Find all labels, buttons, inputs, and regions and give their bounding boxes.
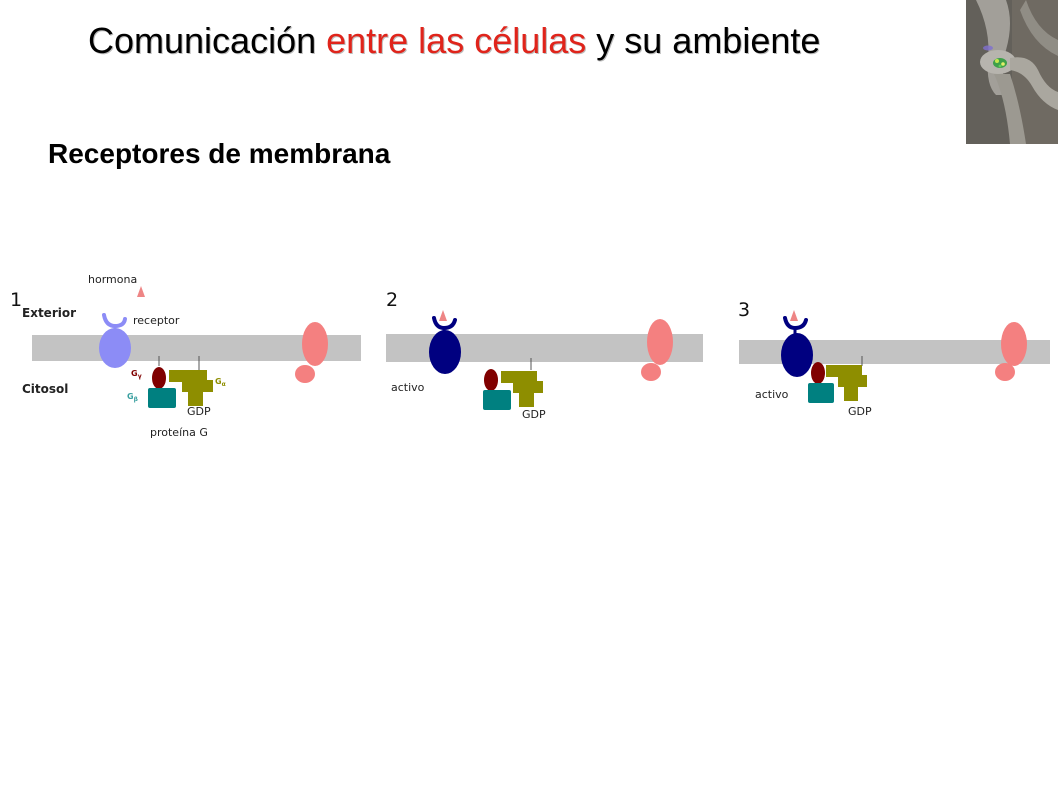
panel-1-number: 1	[10, 289, 22, 311]
panel-3-number: 3	[738, 299, 750, 321]
receptor-binding-site-1	[102, 313, 127, 329]
g-alpha-subunit-3	[826, 365, 867, 401]
title-part-3: y su ambiente	[586, 20, 821, 61]
hormone-bound-icon-3	[790, 310, 798, 321]
active-label-2: activo	[391, 381, 425, 394]
hormone-label: hormona	[88, 273, 137, 286]
g-gamma-subunit-2	[484, 369, 498, 391]
slide-subtitle: Receptores de membrana	[48, 138, 391, 169]
g-alpha-subunit-2	[501, 371, 543, 407]
g-beta-subunit-2	[483, 390, 511, 410]
g-alpha-label: Gα	[215, 377, 226, 388]
title-highlight: entre las células	[326, 20, 587, 61]
g-protein-label: proteína G	[150, 426, 208, 439]
receptor-active-3	[781, 333, 813, 377]
panel-1: 1 hormona Exterior receptor Citosol Gγ G…	[10, 273, 361, 439]
gdp-label-1: GDP	[187, 405, 211, 418]
panel-2: 2 activo GDP	[386, 289, 703, 421]
g-alpha-subunit-1	[169, 370, 213, 406]
g-beta-subunit-1	[148, 388, 176, 408]
hormone-icon	[137, 286, 145, 297]
gdp-label-3: GDP	[848, 405, 872, 418]
gdp-label-2: GDP	[522, 408, 546, 421]
g-gamma-subunit-3	[811, 362, 825, 384]
cytosol-label: Citosol	[22, 382, 68, 396]
exterior-label: Exterior	[22, 306, 76, 320]
neuron-synapse-image	[966, 0, 1058, 144]
hormone-bound-icon-2	[439, 310, 447, 321]
ion-channel-1	[295, 322, 328, 383]
g-beta-subunit-3	[808, 383, 834, 403]
title-part-1: Comunicación	[88, 20, 327, 61]
ion-channel-2	[641, 319, 673, 381]
g-gamma-subunit-1	[152, 367, 166, 389]
g-protein-diagram: 1 hormona Exterior receptor Citosol Gγ G…	[10, 273, 1050, 439]
g-gamma-label: Gγ	[131, 369, 142, 380]
g-beta-label: Gβ	[127, 392, 139, 403]
panel-2-number: 2	[386, 289, 398, 311]
receptor-active-2	[429, 330, 461, 374]
receptor-inactive	[99, 328, 131, 368]
slide-title: Comunicación entre las células y su ambi…	[88, 20, 820, 62]
ion-channel-3	[995, 322, 1027, 381]
active-label-3: activo	[755, 388, 789, 401]
panel-3: 3 activo GDP	[738, 299, 1050, 418]
receptor-label: receptor	[133, 314, 180, 327]
